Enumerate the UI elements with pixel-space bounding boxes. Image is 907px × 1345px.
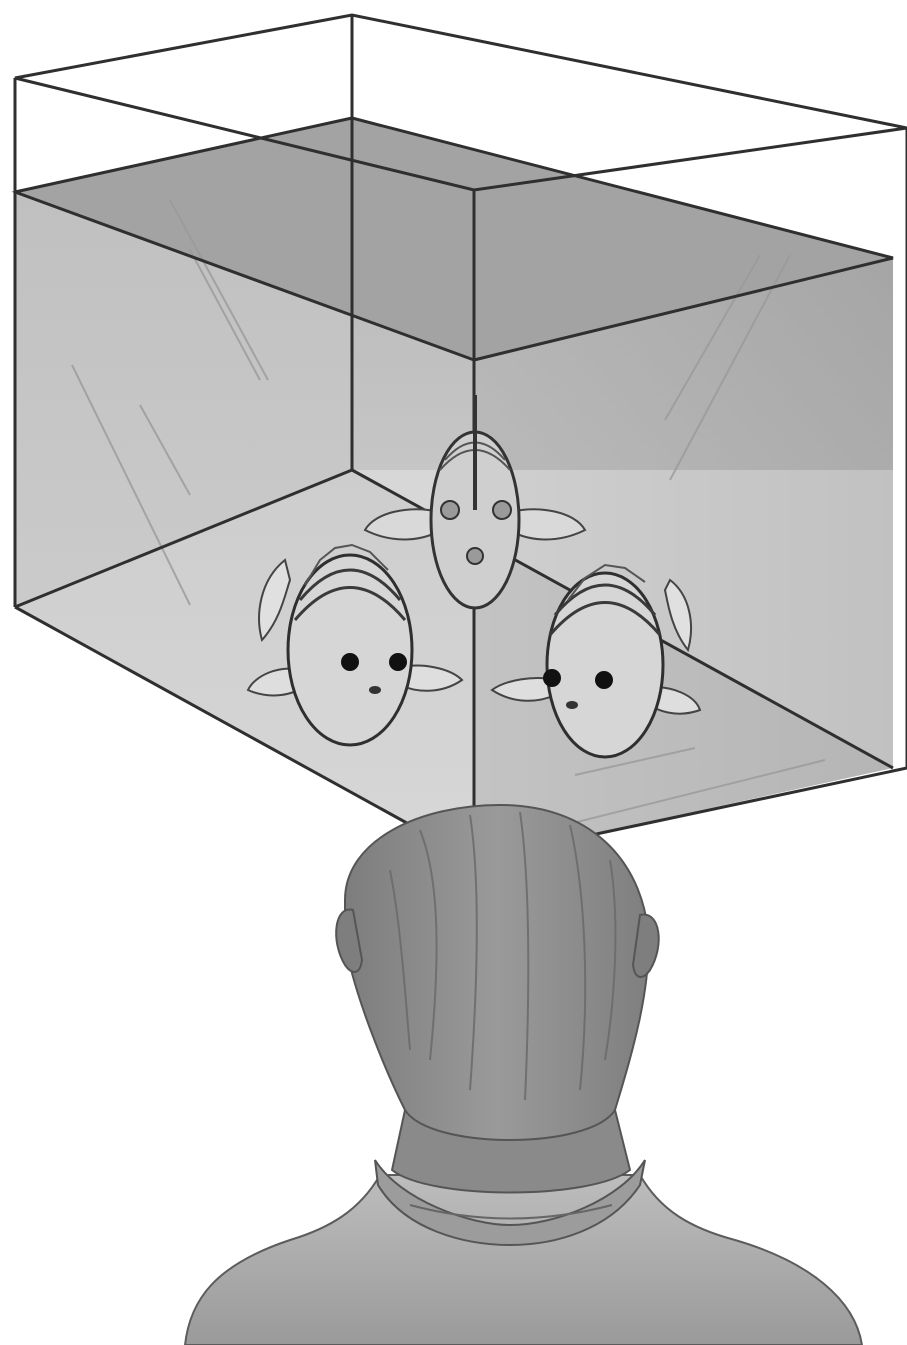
observer-head <box>345 805 648 1140</box>
observer-head-icon <box>185 805 862 1345</box>
tank-side-face <box>474 258 893 860</box>
observer-shoulders <box>185 1175 862 1345</box>
